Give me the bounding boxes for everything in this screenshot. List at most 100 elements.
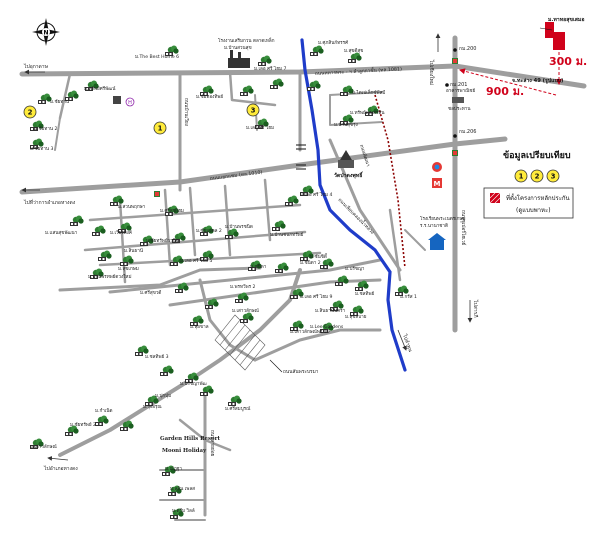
village-label: ม.บ้านชนกทรัพย์ [270,231,304,238]
village-label: ม.Lee Gardens [310,324,344,330]
seven-eleven-icon [154,58,458,197]
village-label: ม.ซัยทรัพย์วานิช [146,237,179,244]
bus-icon [452,97,464,103]
main-road-north [19,63,587,89]
village-label: ม.บ้านสุขรุ่ง [334,122,358,128]
village-label: ม.เลอ ศรี ไฮม 7 [254,65,287,72]
village-label: ม.ชนิดา 2 [300,260,321,266]
village-label: ม.ชัยทรัพย์ 2 [70,421,96,428]
marker-2 [23,105,37,119]
factory-icon [228,50,250,68]
village-label: ม.เลอ ศรี ไฮม 5 [180,257,213,264]
legend: ข้อมูลเปรียบเทียบ 1 2 3 ที่ตั้งโครงการหล… [483,150,574,219]
dir-label-top-left: ไปอุกาดาษ [23,63,49,70]
marker-3 [246,103,260,117]
road-label-local: ถนนสันพระบรมา [283,369,319,375]
village-label: ม.ดรีม วิลล์ [172,507,195,514]
village-label: ม.เยาวลักษณ์ [30,443,58,450]
svg-text:1: 1 [519,173,524,181]
village-label: ม.ชัยทองทิพย์ [196,93,223,100]
dir-label-west: ไปที่ว่าการอำเภอหางดง [23,199,76,206]
village-label: ม.สินธานีนครา [315,307,346,314]
village-label: ม.ศรีสมบูรณ์ [225,405,251,412]
svg-text:กม.206: กม.206 [459,129,476,135]
dir-label-bottom-left: ไปอำเภอหางดง [43,465,78,472]
dir-label-south: ไปสารภี [472,299,479,318]
village-label: ม.พรทวีพร 2 [230,283,256,290]
svg-text:2: 2 [28,109,33,117]
distance-300-label: 300 ม. [549,55,587,68]
village-label: ม.รุ่งอรุณ [143,404,162,410]
development-block [214,314,266,371]
school-sub-label: ร.ร.นานาชาติ [420,223,448,229]
village-label: ม.ลุลิน เพลส [170,486,195,492]
svg-text:3: 3 [251,107,256,115]
project-road-label: จ.ทะล่าง 49 (รูปแบบ) [512,77,563,85]
village-label: ม.ปุกปุ่ม [155,393,171,399]
village-label: ม.ทรัพย์เกษตรสิน [350,109,385,116]
legend-site-note: (ดูแบบพาหะ) [516,207,551,214]
village-label: ม.ปรัชญา [345,265,365,272]
market-label: อาคารพาณิชย์ [446,87,475,94]
svg-text:กม.201: กม.201 [450,82,467,88]
road-south-west [58,268,302,457]
school-icon [428,233,446,250]
village-label: ม.ชัยทาน 2 [34,125,58,132]
hospital-icon: H [113,96,135,107]
village-label: ม.สุขดีสุข [344,47,363,54]
marker-1 [153,121,167,135]
compass-north-icon: N [32,18,60,46]
village-label: ม.ศรีสุขไฮม [160,207,184,214]
svg-text:กม.200: กม.200 [459,46,476,52]
village-label: ม.ปรัชญาพัฒ [180,380,207,387]
village-label: ม.ชัยทาน 3 [30,145,54,152]
village-label: ม.ชลทิพย์ [355,290,374,297]
village-label: ม.ทรัพย์ศรีพัฒน์ [84,85,116,92]
village-label: ม.ชลทิพย์ 3 [145,353,169,360]
bridge-icon [296,144,306,170]
village-label: ม.เลอ ศรี ไฮม [246,124,274,131]
village-label: ม.บ้านสวนสุข [224,45,252,51]
village-label: ม.เสาวลักษณ์ [232,307,260,314]
project-site [459,22,565,96]
dir-label-north: ไปเชียงใหม่ [428,59,435,85]
svg-text:M: M [434,180,441,188]
svg-text:1: 1 [158,125,163,133]
resort-label-1: Garden Hills Resort [160,436,220,442]
village-label: ม.ชนิดา [250,264,267,270]
village-label: ม.ณัฏฐา [165,465,182,472]
svg-text:2: 2 [535,173,540,181]
compass-letter: N [43,30,48,37]
temple-label: วัดป่าดงพุทธิ์ [334,171,364,179]
village-labels: ม.The Best Home 6 ม.บ้านสวนสุข ม.เลอ ศรี… [30,39,417,514]
village-label: ม.The Best Home 6 [135,54,179,60]
village-label: ม.เลอ ศรี ไฮม 9 [300,293,333,300]
legend-site-label: ที่ตั้งโครงการหลักประกัน [506,192,570,202]
village-label: ม.สุขสบาย [345,314,367,320]
village-label: ม.ชัยทาน [50,98,70,105]
village-label: ม.สุขเกษม [118,266,139,272]
village-label: ม.ศุภสินก์ทรรศ์ [318,39,348,46]
village-label: ม.กำเนิด [95,408,113,414]
village-label: ม.ไตเปเล็กซ์พีสมี [352,88,385,96]
village-label: ม.เวียงพิงค์ [110,229,132,236]
road-label-bottom: ถนนสายย่อย [209,430,215,457]
village-label: ม.เลอ ศรี ไฮม 4 [300,191,333,198]
temple-icon [338,150,354,168]
distance-900-label: 900 ม. [486,85,524,98]
road-label-side: ถนนบ้านเวียง [183,98,190,126]
village-label: ม.บ้านพรชนิด [225,224,253,230]
factory-label: โรงงานเสริมกวน ตลาดเหล็ก [218,36,275,44]
village-label: ม.สวนพฤกษา [118,204,146,210]
village-label: ม.กรัส 1 [400,293,417,300]
gas-station-icon: M [432,162,442,188]
village-label: ม.แสนสุขพัฒนา [45,229,78,236]
village-label: ม.เสาวลักษณ์พร 10 [290,328,330,335]
village-label: ม.ซัยมงคล 2 [196,227,222,234]
school-label: โรงเรียนพระเนตรเกษม [420,215,466,222]
project-label: ม.ทาทอสุขเสมอ [548,17,584,23]
village-label: ม.บ้านพรทพย์ดวงใหม่ [88,273,131,280]
office-label: ชลประทาน [448,106,471,112]
village-label: ม.สินธานี [124,247,144,254]
